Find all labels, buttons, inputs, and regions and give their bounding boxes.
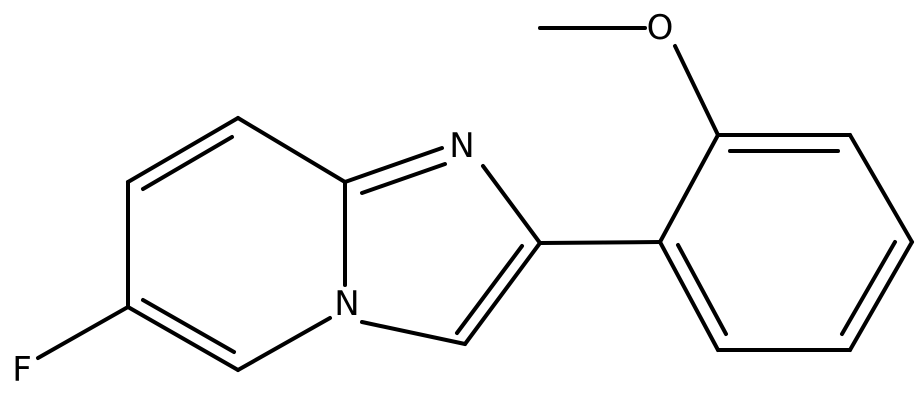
bond-c7-c8-double [141, 298, 236, 354]
bond-c9-c5 [236, 116, 347, 184]
atom-label-f: F [12, 350, 32, 390]
bond-ph4-ph5-double [840, 240, 897, 336]
bond-c2-c3 [463, 241, 542, 346]
bond-c3-n4 [360, 320, 467, 346]
bond-ph1-ph2 [658, 133, 720, 244]
bond-c5-c6-double [141, 135, 234, 191]
bond-ph4-ph5 [848, 240, 914, 352]
bond-c7-c8 [126, 305, 240, 372]
bond-c8-n4 [236, 316, 332, 372]
bond-ph3-ph4 [848, 133, 914, 244]
bond-c2-phenyl [538, 240, 662, 245]
bond-ph6-ph1-double [676, 243, 728, 336]
bond-c9-n1-double [360, 162, 447, 195]
atom-label-n4: N [334, 284, 359, 324]
atom-label-n1: N [449, 126, 474, 166]
bond-c9-n1 [343, 146, 444, 184]
bond-n1-c2 [481, 164, 542, 245]
atom-label-o: O [647, 8, 674, 48]
bond-ph6-ph1 [658, 240, 720, 352]
bond-ph2-o [673, 44, 720, 137]
bond-c5-c6 [126, 116, 240, 184]
bond-c2-c3-double [455, 244, 524, 335]
bond-c7-f [36, 305, 130, 360]
